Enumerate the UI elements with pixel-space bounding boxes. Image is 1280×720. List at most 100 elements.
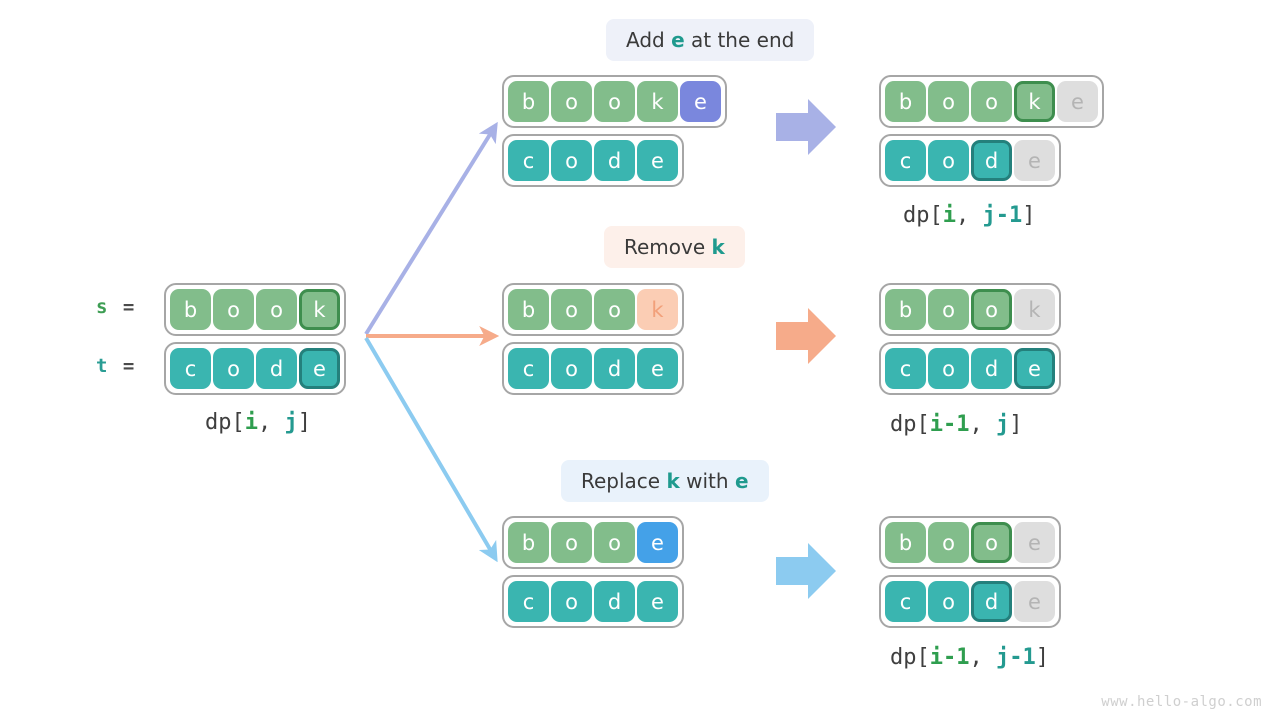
char-cell: d (594, 581, 635, 622)
watermark: www.hello-algo.com (1101, 694, 1262, 710)
badge-text: Add (626, 28, 672, 52)
char-cell: o (551, 140, 592, 181)
thin-arrow-add (364, 121, 498, 336)
dp-add-sep: , (956, 203, 983, 228)
dp-replace-sep: , (969, 645, 996, 670)
dp-origin-prefix: dp[ (205, 410, 245, 435)
badge-add: Add e at the end (606, 19, 815, 61)
char-cell: d (256, 348, 297, 389)
char-cell: c (508, 140, 549, 181)
char-cell: e (1014, 140, 1055, 181)
dp-add-prefix: dp[ (903, 203, 943, 228)
label-s: s = (96, 296, 136, 318)
char-cell: o (213, 348, 254, 389)
char-cell: k (299, 289, 340, 330)
char-cell: d (971, 581, 1012, 622)
char-cell: o (594, 522, 635, 563)
badge-highlight-char: k (666, 469, 680, 493)
char-cell: o (551, 522, 592, 563)
dp-label-remove: dp[i-1, j] (890, 412, 1023, 437)
badge-text: with (679, 469, 735, 493)
dp-remove-i: i-1 (929, 412, 970, 437)
badge-text: Remove (624, 235, 712, 259)
char-cell: k (1014, 289, 1055, 330)
badge-highlight-char: k (711, 235, 725, 259)
char-cell: e (1014, 581, 1055, 622)
char-cell: c (508, 348, 549, 389)
char-cell: o (551, 81, 592, 122)
char-cell: k (637, 81, 678, 122)
block-arrow-replace (776, 543, 836, 599)
dp-label-add: dp[i, j-1] (903, 203, 1036, 228)
char-cell: d (594, 348, 635, 389)
char-cell: k (1014, 81, 1055, 122)
label-s-equals: = (122, 296, 137, 318)
dp-origin-sep: , (258, 410, 285, 435)
char-cell: e (1014, 348, 1055, 389)
char-cell: b (170, 289, 211, 330)
char-cell: b (885, 522, 926, 563)
label-t: t = (96, 355, 136, 377)
badge-highlight-char: e (734, 469, 749, 493)
char-cell: b (508, 522, 549, 563)
char-cell: o (971, 289, 1012, 330)
char-cell: o (551, 289, 592, 330)
char-cell: k (637, 289, 678, 330)
char-cell: e (637, 522, 678, 563)
char-cell: b (885, 289, 926, 330)
char-cell: d (594, 140, 635, 181)
char-cell: d (971, 140, 1012, 181)
char-cell: b (508, 81, 549, 122)
dp-add-j: j-1 (982, 203, 1023, 228)
dp-origin-j: j (284, 410, 298, 435)
char-cell: o (551, 581, 592, 622)
dp-replace-i: i-1 (929, 645, 970, 670)
dp-label-origin: dp[i, j] (205, 410, 311, 435)
char-cell: e (1014, 522, 1055, 563)
char-cell: e (1057, 81, 1098, 122)
char-cell: o (928, 140, 969, 181)
char-cell: c (170, 348, 211, 389)
dp-origin-i: i (244, 410, 258, 435)
dp-remove-j: j (996, 412, 1010, 437)
badge-text: at the end (684, 28, 795, 52)
badge-replace: Replace k with e (561, 460, 769, 502)
thin-arrow-replace (364, 336, 498, 563)
badge-remove: Remove k (604, 226, 745, 268)
char-cell: e (637, 140, 678, 181)
char-cell: e (299, 348, 340, 389)
label-t-name: t (96, 355, 110, 377)
char-cell: c (885, 140, 926, 181)
dp-origin-suffix: ] (297, 410, 311, 435)
char-cell: d (971, 348, 1012, 389)
char-cell: o (928, 581, 969, 622)
char-cell: b (885, 81, 926, 122)
char-cell: c (508, 581, 549, 622)
dp-remove-sep: , (969, 412, 996, 437)
char-cell: e (680, 81, 721, 122)
char-cell: o (928, 81, 969, 122)
char-cell: o (971, 81, 1012, 122)
char-cell: o (928, 348, 969, 389)
char-cell: o (928, 289, 969, 330)
dp-add-suffix: ] (1022, 203, 1036, 228)
char-cell: c (885, 348, 926, 389)
block-arrow-remove (776, 308, 836, 364)
char-cell: o (971, 522, 1012, 563)
char-cell: o (928, 522, 969, 563)
char-cell: o (213, 289, 254, 330)
